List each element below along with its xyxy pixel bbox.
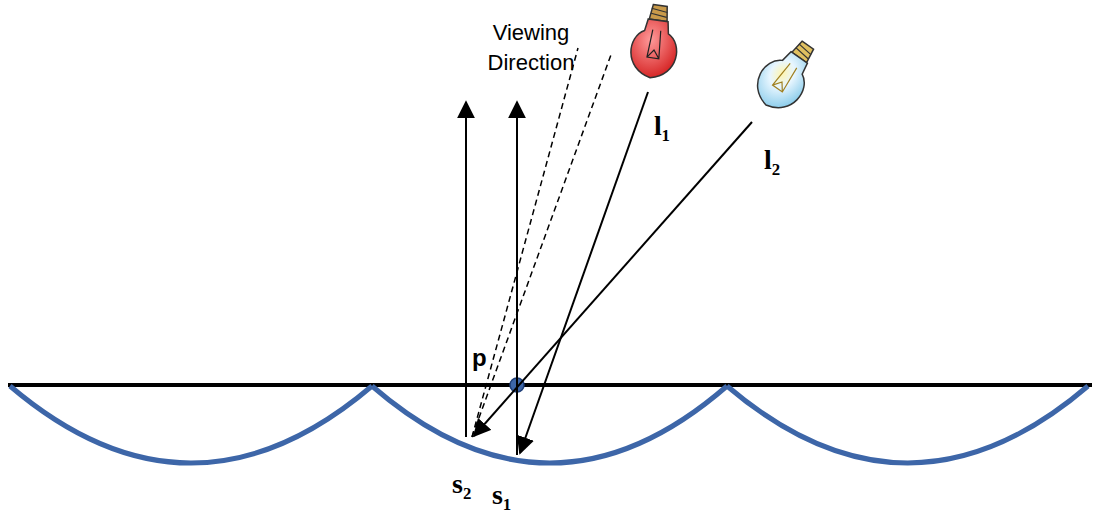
view-ray xyxy=(516,102,518,455)
surface-line xyxy=(8,383,1092,387)
viewing-label: Viewing Direction xyxy=(476,18,586,77)
light-label: l₂ xyxy=(764,146,780,174)
red-bulb xyxy=(628,2,683,81)
sample-label: s₁ xyxy=(492,481,511,509)
sample-label: s₂ xyxy=(452,470,471,498)
light-ray xyxy=(520,92,648,453)
light-label: l₁ xyxy=(654,112,670,140)
dashed-line xyxy=(472,52,612,437)
blue-bulb xyxy=(747,32,826,118)
microfacet-arcs xyxy=(10,386,1088,463)
view-ray xyxy=(465,102,467,437)
point-label: p xyxy=(472,346,487,370)
light-ray xyxy=(474,122,752,436)
